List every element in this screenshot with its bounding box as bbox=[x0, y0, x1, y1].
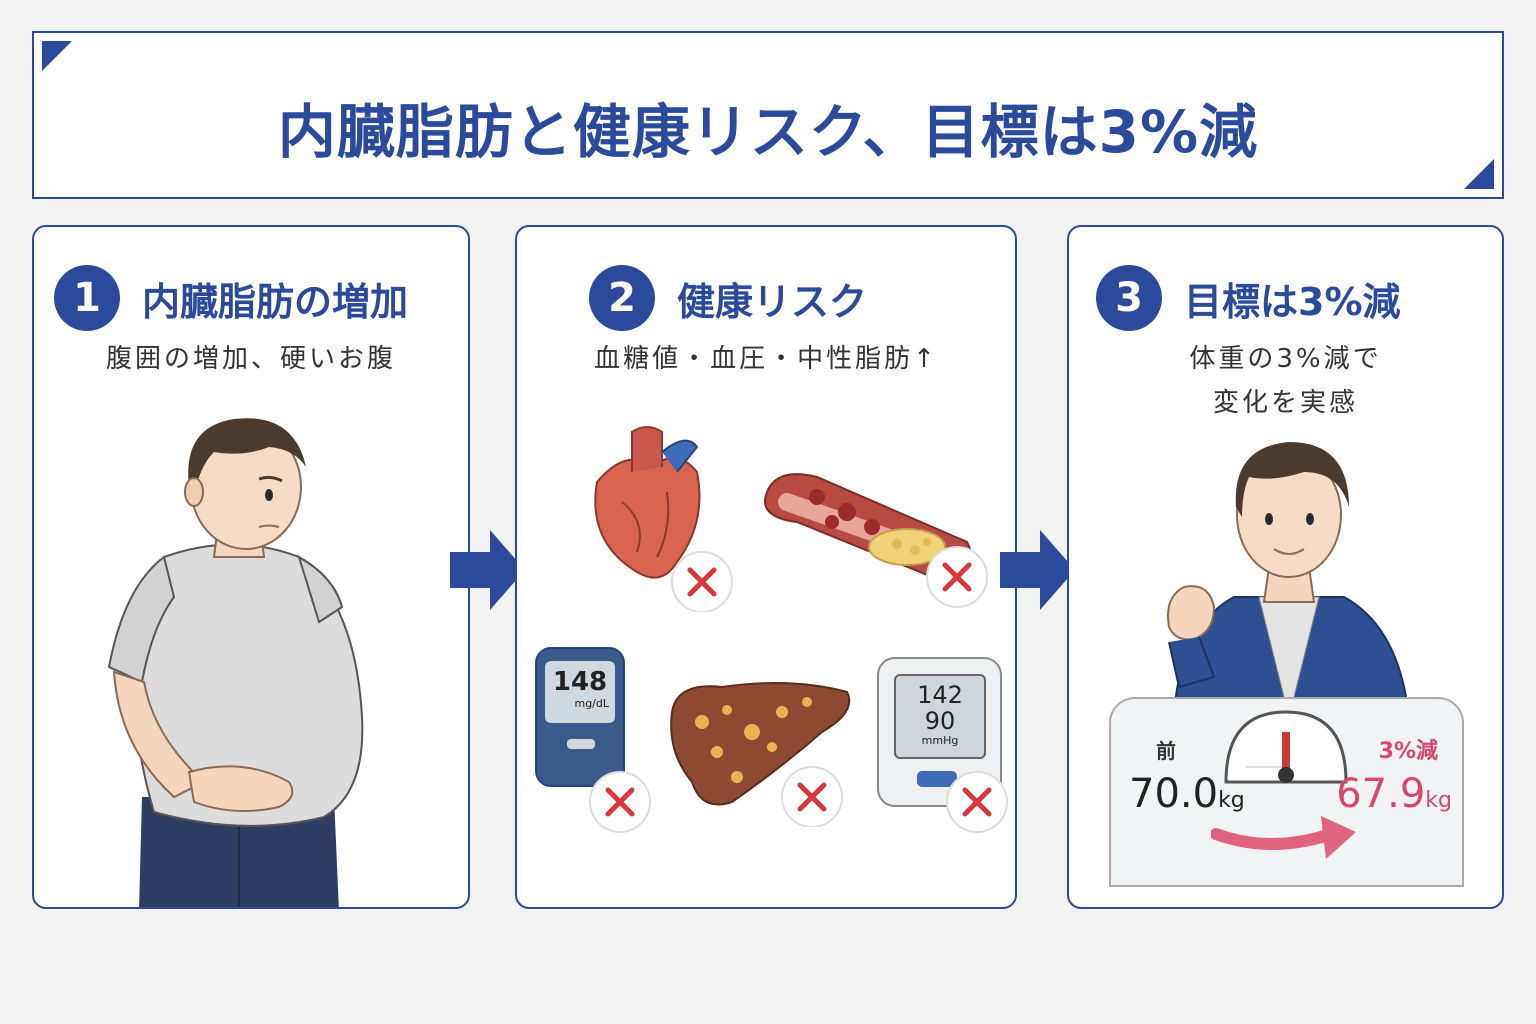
after-label: 3%減 bbox=[1378, 739, 1438, 764]
before-weight-unit: kg bbox=[1218, 788, 1245, 813]
step-number-badge: 3 bbox=[1096, 265, 1162, 331]
bp-screen: 142 90 mmHg bbox=[894, 674, 986, 759]
before-weight-value: 70.0 bbox=[1129, 771, 1219, 817]
step-description-line-1: 体重の3%減で bbox=[1189, 344, 1382, 374]
step-description: 血糖値・血圧・中性脂肪↑ bbox=[594, 344, 938, 374]
fatty-liver-icon bbox=[670, 682, 851, 827]
after-weight-value: 67.9 bbox=[1336, 771, 1426, 817]
x-mark-icon bbox=[589, 771, 651, 833]
step-header-3: 3 目標は3%減 bbox=[1096, 265, 1401, 331]
corner-triangle-top-left bbox=[42, 41, 72, 71]
step-description: 腹囲の増加、硬いお腹 bbox=[105, 344, 396, 374]
page-title: 内臓脂肪と健康リスク、目標は3%減 bbox=[277, 98, 1259, 166]
bp-systolic: 142 bbox=[917, 681, 963, 709]
glucose-button bbox=[567, 739, 595, 749]
step-title: 健康リスク bbox=[677, 279, 868, 324]
slim-man-illustration bbox=[1167, 442, 1411, 717]
bp-diastolic: 90 bbox=[924, 707, 956, 735]
glucose-screen: 148 mg/dL bbox=[545, 661, 615, 723]
step-title: 目標は3%減 bbox=[1184, 279, 1401, 324]
after-weight: 67.9 kg bbox=[1336, 771, 1452, 817]
title-banner: 内臓脂肪と健康リスク、目標は3%減 bbox=[32, 31, 1504, 199]
heart-icon bbox=[594, 426, 733, 612]
scale-dial-icon bbox=[1224, 710, 1348, 784]
glucose-value: 148 bbox=[552, 667, 608, 697]
step-number-badge: 2 bbox=[589, 265, 655, 331]
decrease-arrow-icon bbox=[1211, 816, 1356, 859]
x-mark-icon bbox=[946, 771, 1008, 833]
bp-start-button bbox=[917, 771, 957, 787]
step-number-badge: 1 bbox=[54, 265, 120, 331]
corner-triangle-bottom-right bbox=[1464, 159, 1494, 189]
glucose-meter-icon: 148 mg/dL bbox=[535, 647, 625, 787]
step-panel-1: 1 内臓脂肪の増加 腹囲の増加、硬いお腹 bbox=[32, 225, 470, 909]
arrow-right-icon bbox=[450, 530, 525, 610]
step-header-2: 2 健康リスク bbox=[589, 265, 867, 331]
before-weight: 70.0 kg bbox=[1129, 771, 1245, 817]
step-title: 内臓脂肪の増加 bbox=[142, 279, 409, 324]
weight-scale: 前 70.0 kg 3%減 67.9 kg bbox=[1109, 697, 1464, 887]
overweight-man-illustration bbox=[107, 418, 364, 907]
after-weight-unit: kg bbox=[1425, 788, 1452, 813]
step-description-line-2: 変化を実感 bbox=[1212, 388, 1358, 418]
blocked-artery-icon bbox=[764, 473, 988, 608]
step-header-1: 1 内臓脂肪の増加 bbox=[54, 265, 408, 331]
step-panel-2: 2 健康リスク 血糖値・血圧・中性脂肪↑ 148 mg/dL bbox=[515, 225, 1017, 909]
step-panel-3: 3 目標は3%減 体重の3%減で 変化を実感 前 70.0 kg 3%減 6 bbox=[1067, 225, 1504, 909]
before-label: 前 bbox=[1156, 739, 1176, 763]
arrow-right-icon bbox=[1000, 530, 1075, 610]
glucose-unit: mg/dL bbox=[574, 697, 609, 710]
bp-unit: mmHg bbox=[921, 734, 959, 747]
